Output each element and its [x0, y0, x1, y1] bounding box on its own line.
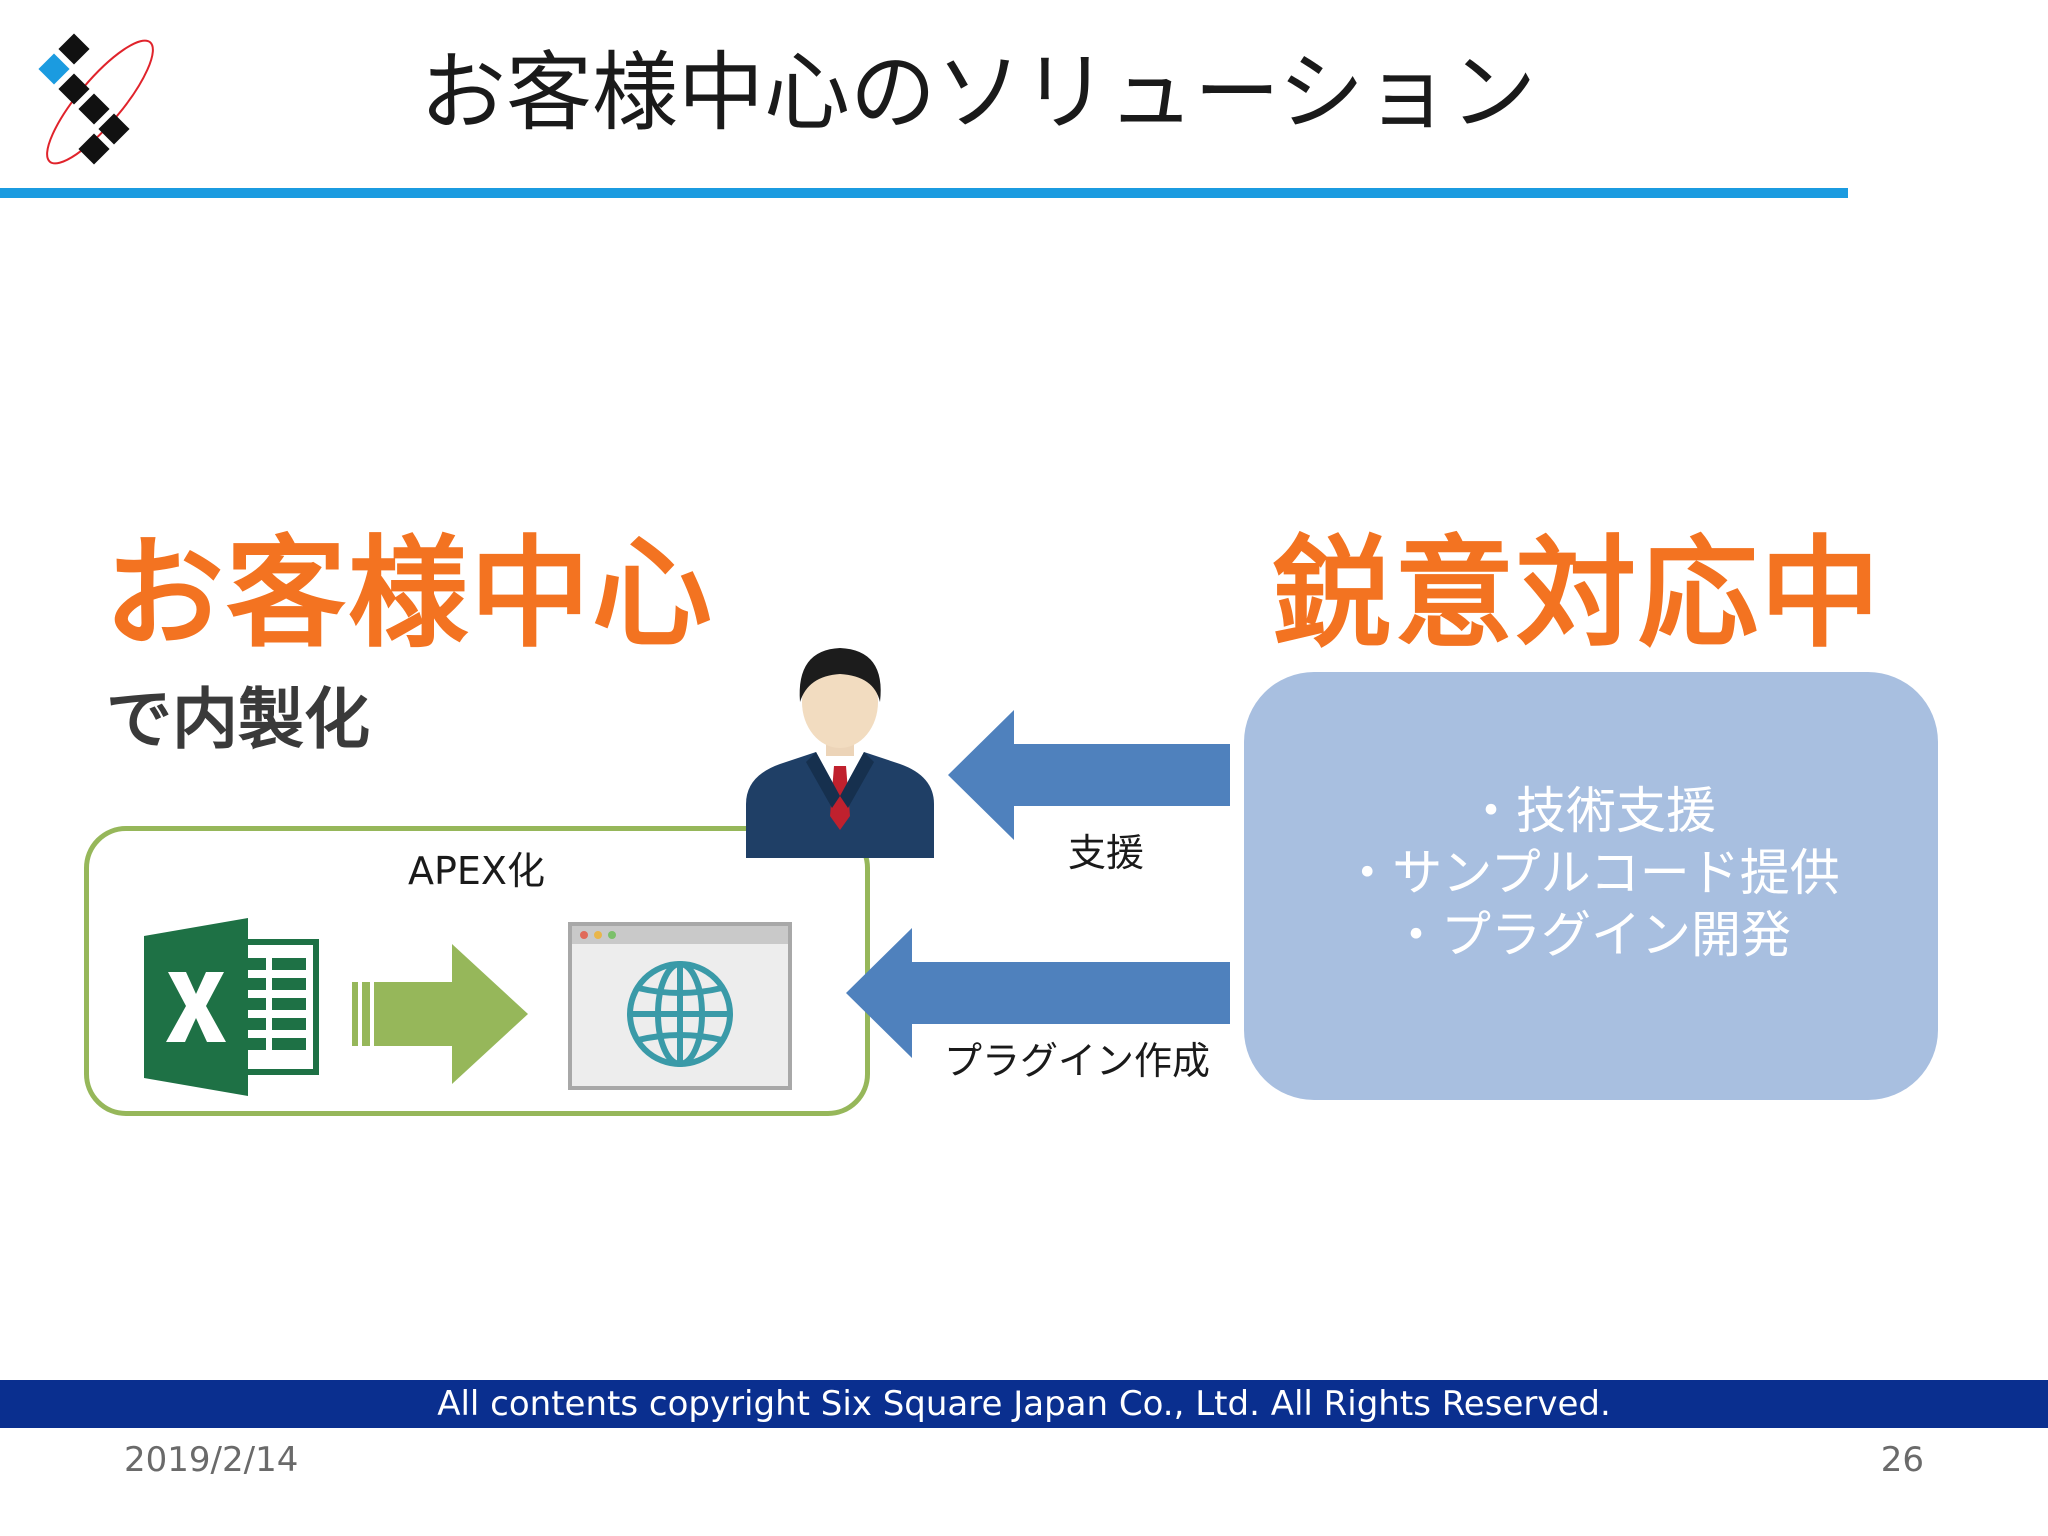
slide-title: お客様中心のソリューション [420, 43, 1537, 143]
plugin-arrow-icon [846, 928, 1230, 1058]
company-logo-icon [38, 33, 154, 165]
service-item-tech-support: ・技術支援 [1466, 782, 1716, 840]
service-list: ・技術支援 ・サンプルコード提供 ・プラグイン開発 [1244, 780, 1938, 966]
businessman-icon [746, 648, 934, 858]
service-box [1244, 672, 1938, 1100]
support-label: 支援 [1068, 831, 1145, 875]
slide-date: 2019/2/14 [124, 1440, 299, 1480]
in-house-subheading: で内製化 [106, 681, 370, 758]
page-number: 26 [1880, 1440, 1924, 1480]
service-item-plugin-dev: ・プラグイン開発 [1391, 906, 1791, 964]
arrow-right-icon [352, 944, 528, 1084]
copyright-notice: All contents copyright Six Square Japan … [437, 1384, 1611, 1424]
browser-globe-icon [568, 922, 792, 1090]
excel-icon [144, 918, 319, 1096]
title-rule [0, 188, 1848, 198]
support-arrow-icon [948, 710, 1230, 840]
plugin-creation-label: プラグイン作成 [944, 1039, 1211, 1083]
service-item-sample-code: ・サンプルコード提供 [1342, 844, 1840, 902]
footer-bar [0, 1380, 2048, 1428]
apex-conversion-label: APEX化 [408, 849, 545, 893]
customer-centric-heading: お客様中心 [104, 525, 714, 664]
in-progress-heading: 鋭意対応中 [1272, 525, 1882, 664]
